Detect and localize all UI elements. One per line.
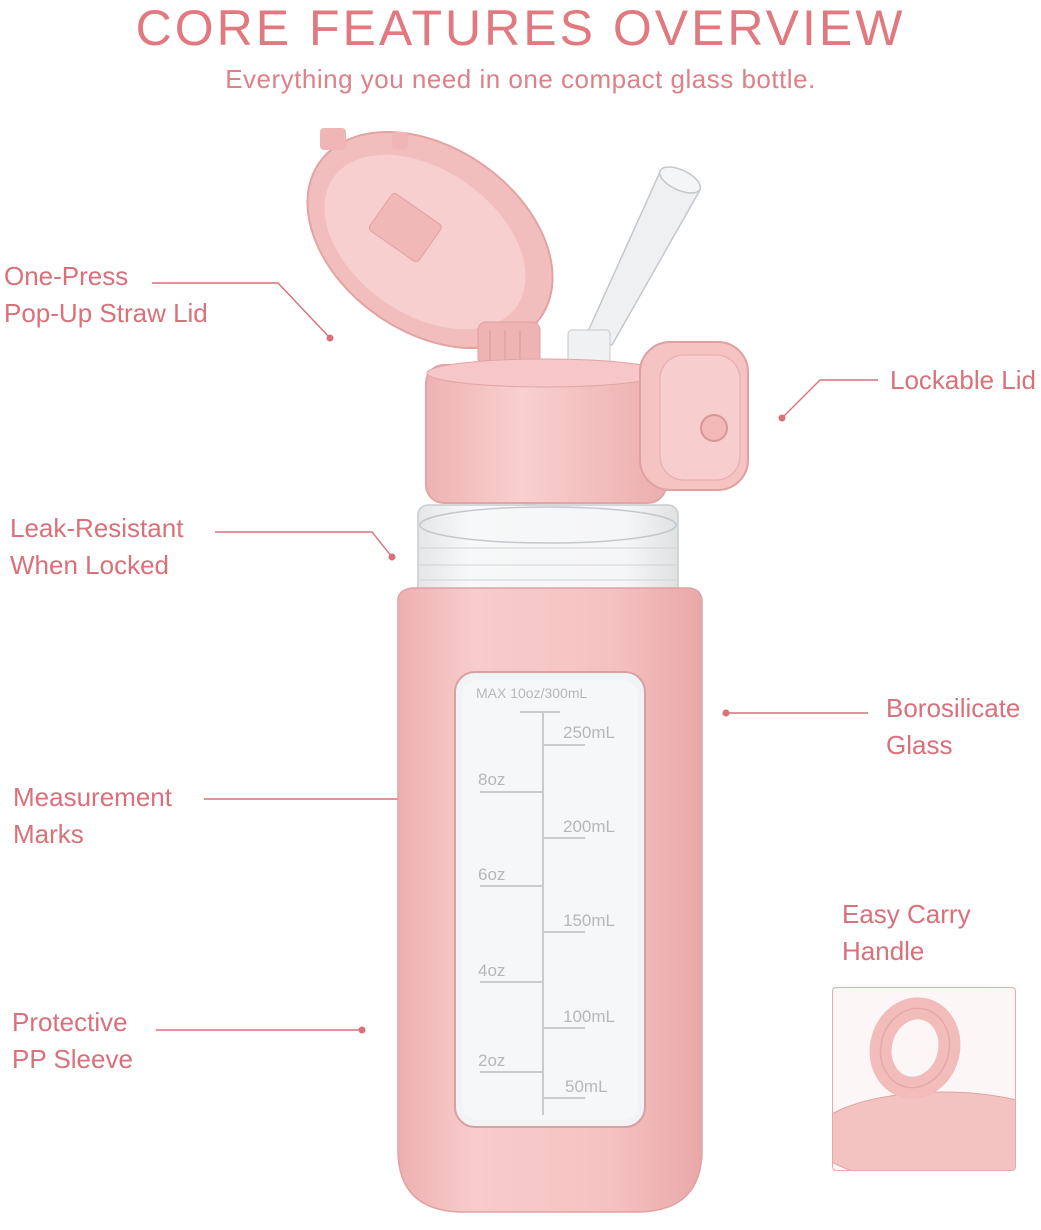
label-sleeve: Protective PP Sleeve [12, 1004, 133, 1078]
callout-dot-leak-resistant [388, 553, 396, 561]
mark-6oz: 6oz [478, 865, 505, 884]
page-subtitle: Everything you need in one compact glass… [225, 64, 816, 94]
callout-line-lockable-lid [781, 379, 878, 419]
flip-cap [306, 128, 554, 350]
mark-2oz: 2oz [478, 1051, 505, 1070]
label-straw-lid: One-Press Pop-Up Straw Lid [4, 258, 208, 332]
page-title: CORE FEATURES OVERVIEW [135, 0, 906, 56]
label-leak-resistant-line2: When Locked [10, 550, 169, 580]
label-measurement-line2: Marks [13, 819, 84, 849]
callout-dot-sleeve [358, 1026, 366, 1034]
handle-inset [832, 987, 1016, 1171]
callout-dot-straw-lid [326, 334, 334, 342]
label-sleeve-line1: Protective [12, 1007, 128, 1037]
label-borosilicate-line1: Borosilicate [886, 693, 1021, 723]
label-easy-carry-line1: Easy Carry [842, 899, 971, 929]
label-borosilicate-line2: Glass [886, 730, 953, 760]
label-easy-carry: Easy Carry Handle [842, 896, 971, 970]
label-leak-resistant-line1: Leak-Resistant [10, 513, 184, 543]
label-lockable-lid: Lockable Lid [890, 365, 1036, 395]
measurement-scale [480, 711, 585, 1115]
label-measurement-line1: Measurement [13, 782, 172, 812]
label-leak-resistant: Leak-Resistant When Locked [10, 510, 183, 584]
max-label: MAX 10oz/300mL [476, 685, 587, 701]
callout-line-leak-resistant [215, 531, 393, 558]
carry-handle-illustration [833, 997, 1015, 1170]
mark-150ml: 150mL [563, 911, 615, 930]
label-sleeve-line2: PP Sleeve [12, 1044, 133, 1074]
mark-4oz: 4oz [478, 961, 505, 980]
label-straw-lid-line2: Pop-Up Straw Lid [4, 298, 208, 328]
mark-100ml: 100mL [563, 1007, 615, 1026]
label-straw-lid-line1: One-Press [4, 261, 129, 291]
mark-8oz: 8oz [478, 770, 505, 789]
label-easy-carry-line2: Handle [842, 936, 925, 966]
label-measurement: Measurement Marks [13, 779, 172, 853]
mark-50ml: 50mL [565, 1077, 608, 1096]
callout-dot-lockable-lid [778, 414, 786, 422]
mark-250ml: 250mL [563, 723, 615, 742]
mark-200ml: 200mL [563, 817, 615, 836]
label-borosilicate: Borosilicate Glass [886, 690, 1020, 764]
callout-dot-borosilicate [722, 709, 730, 717]
callout-line-straw-lid [152, 282, 331, 339]
glass-neck [417, 504, 679, 601]
